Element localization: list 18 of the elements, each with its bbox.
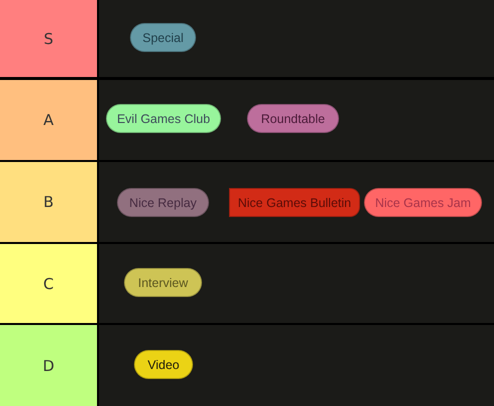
- tier-row: [0, 325, 494, 406]
- tier-label: C: [0, 244, 99, 323]
- item-tag: Nice Games Jam: [364, 188, 482, 217]
- item-tag: Evil Games Club: [106, 104, 221, 133]
- item-tag: Video: [134, 350, 193, 379]
- item-tag: Interview: [124, 268, 202, 297]
- item-tag: Special: [130, 23, 196, 52]
- tier-label: A: [0, 80, 99, 160]
- tier-row: [0, 162, 494, 242]
- item-tag: Nice Replay: [117, 188, 209, 217]
- item-tag: Roundtable: [247, 104, 339, 133]
- tier-label: D: [0, 325, 99, 406]
- item-tag: Nice Games Bulletin: [229, 188, 360, 217]
- tier-label: S: [0, 0, 99, 77]
- tier-row: [0, 0, 494, 77]
- tier-row: [0, 80, 494, 160]
- tier-label: B: [0, 162, 99, 242]
- tier-row: [0, 244, 494, 323]
